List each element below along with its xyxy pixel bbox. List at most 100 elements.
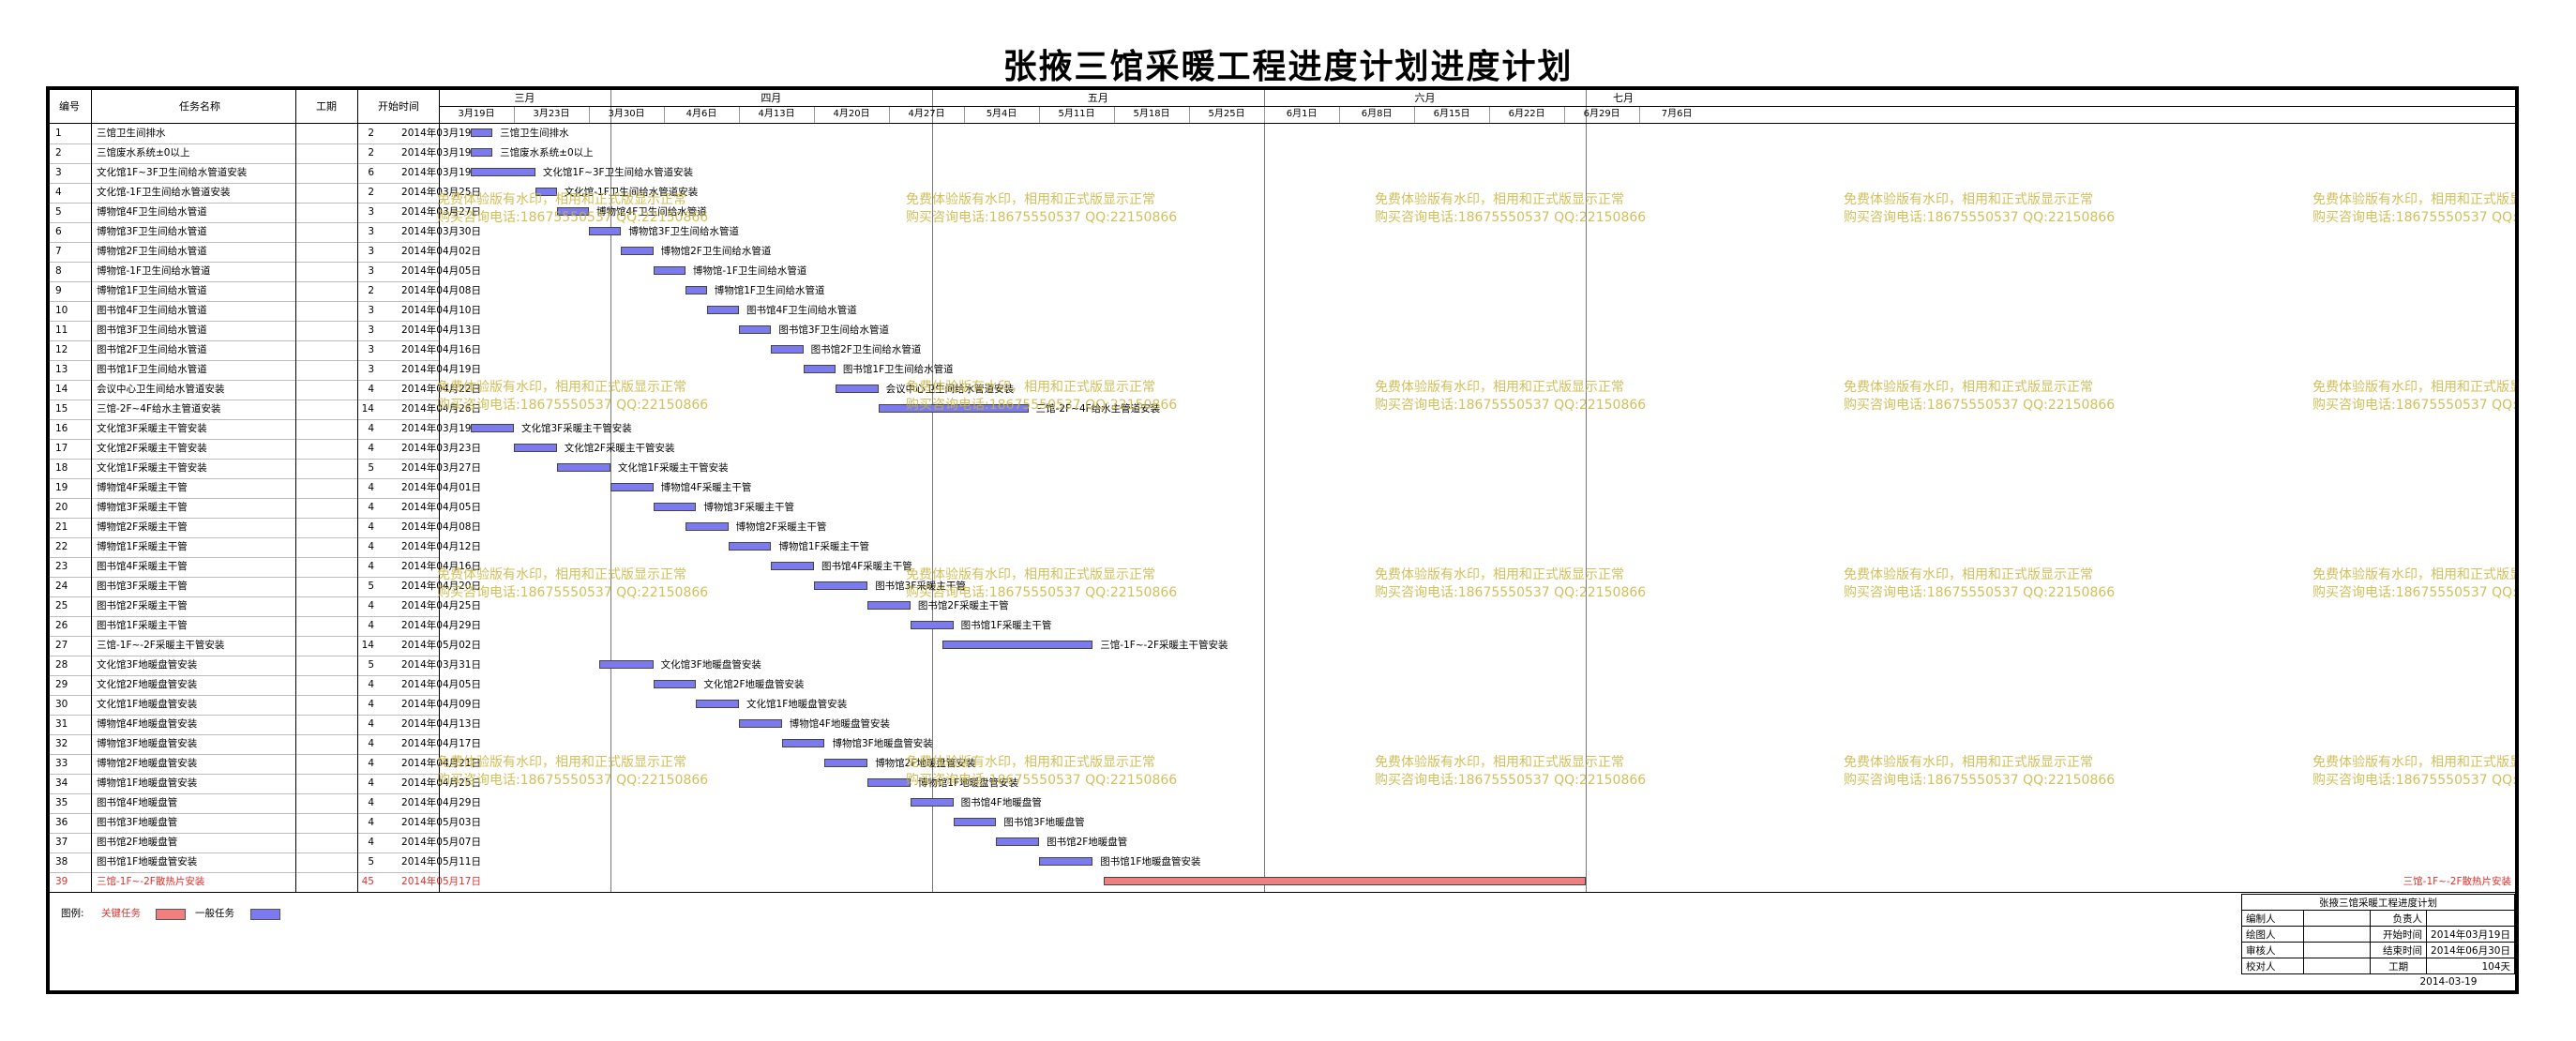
gantt-bar[interactable] (685, 522, 729, 531)
gantt-bar-label: 会议中心卫生间给水管道安装 (885, 384, 1015, 395)
gantt-bar[interactable] (835, 385, 879, 393)
gantt-bar[interactable] (953, 818, 997, 826)
gantt-bar[interactable] (942, 641, 1093, 649)
gantt-bar[interactable] (996, 837, 1040, 846)
gantt-bar[interactable] (556, 207, 589, 216)
gantt-bar[interactable] (781, 739, 825, 747)
gantt-bar-label: 三馆废水系统±0以上 (500, 147, 594, 158)
task-id: 33 (55, 758, 68, 769)
gantt-bar[interactable] (824, 759, 868, 767)
gantt-bar[interactable] (814, 581, 868, 590)
gantt-bar-label: 图书馆2F卫生间给水管道 (810, 344, 922, 355)
gantt-bar[interactable] (471, 148, 493, 157)
gantt-bar[interactable] (471, 128, 493, 137)
gantt-bar[interactable] (621, 247, 654, 255)
task-name: 文化馆1F采暖主干管安装 (97, 462, 207, 474)
watermark-line2: 购买咨询电话:18675550537 QQ:22150866 (1375, 773, 1647, 788)
column-header-name[interactable]: 任务名称 (179, 100, 220, 113)
gantt-bar[interactable] (803, 365, 836, 373)
gantt-bar[interactable] (771, 562, 815, 570)
gantt-bar[interactable] (739, 325, 772, 334)
gantt-bar[interactable] (867, 601, 911, 610)
gantt-bar[interactable] (471, 168, 535, 176)
gantt-bar[interactable] (653, 503, 697, 511)
task-id: 26 (55, 620, 68, 631)
task-duration: 2 (368, 147, 374, 158)
title-block-value (2302, 910, 2372, 927)
gantt-bar[interactable] (535, 188, 557, 196)
task-start: 2014年04月08日 (401, 521, 481, 533)
task-duration: 4 (368, 777, 374, 789)
gantt-bar[interactable] (653, 266, 685, 275)
column-header-start[interactable]: 开始时间 (378, 100, 419, 113)
column-header-duration[interactable]: 工期 (316, 100, 337, 113)
gantt-bar-label: 博物馆4F地暖盘管安装 (789, 718, 890, 730)
gantt-bar[interactable] (867, 778, 911, 787)
task-name: 三馆-1F~-2F散热片安装 (97, 876, 205, 887)
gantt-bar[interactable] (1039, 857, 1093, 866)
gantt-bar[interactable] (771, 345, 804, 354)
gantt-bar[interactable] (685, 286, 707, 294)
gantt-bar[interactable] (589, 227, 622, 235)
title-block-end-date: 2014年06月30日 (2426, 942, 2515, 958)
gantt-bar[interactable] (739, 719, 782, 728)
gantt-bar[interactable] (653, 680, 697, 688)
gantt-bar[interactable] (610, 483, 654, 491)
gantt-bar[interactable] (910, 798, 954, 807)
gantt-bar[interactable] (599, 660, 654, 669)
gantt-bar[interactable] (696, 700, 740, 708)
gantt-bar[interactable] (910, 621, 954, 629)
gantt-bar[interactable] (514, 444, 557, 452)
task-name: 文化馆2F采暖主干管安装 (97, 443, 207, 454)
gantt-bar[interactable] (878, 404, 1029, 413)
gantt-bar[interactable] (728, 542, 772, 551)
task-start: 2014年03月19日 (401, 423, 481, 434)
gantt-bar-critical[interactable] (1103, 877, 1586, 885)
watermark-line1: 免费体验版有水印，相用和正式版显示正常 (906, 380, 1155, 395)
task-id: 4 (55, 187, 62, 198)
column-header-id[interactable]: 编号 (59, 100, 80, 113)
gantt-bar[interactable] (556, 463, 610, 472)
gantt-bar[interactable] (706, 306, 740, 314)
gantt-bar[interactable] (471, 424, 514, 432)
